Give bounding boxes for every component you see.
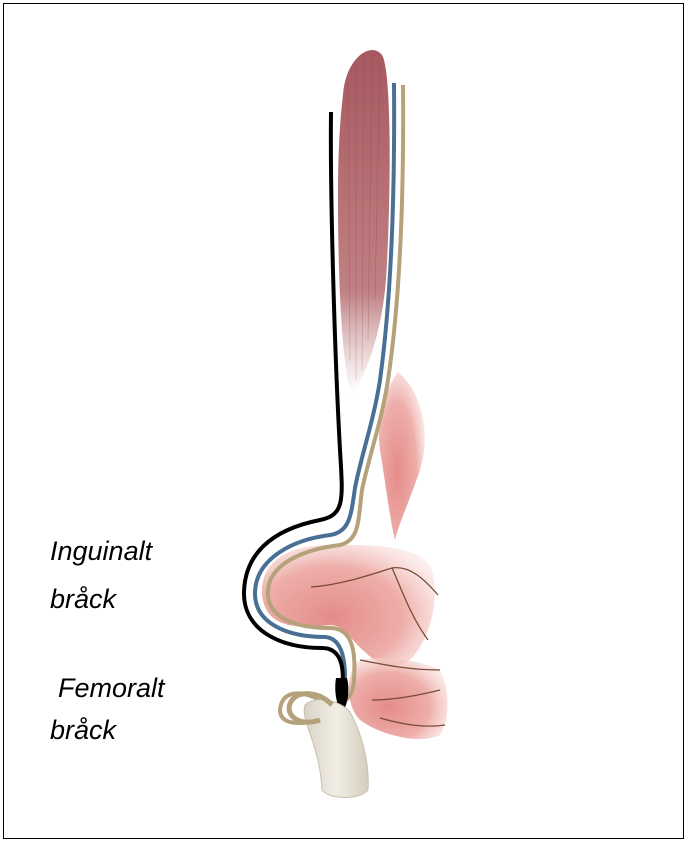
label-inguinal-hernia-line2: bråck — [50, 581, 116, 617]
label-femoral-hernia-line1: Femoralt — [58, 670, 165, 706]
label-femoral-hernia-line2: bråck — [50, 712, 116, 748]
label-inguinal-hernia-line1: Inguinalt — [50, 533, 152, 569]
